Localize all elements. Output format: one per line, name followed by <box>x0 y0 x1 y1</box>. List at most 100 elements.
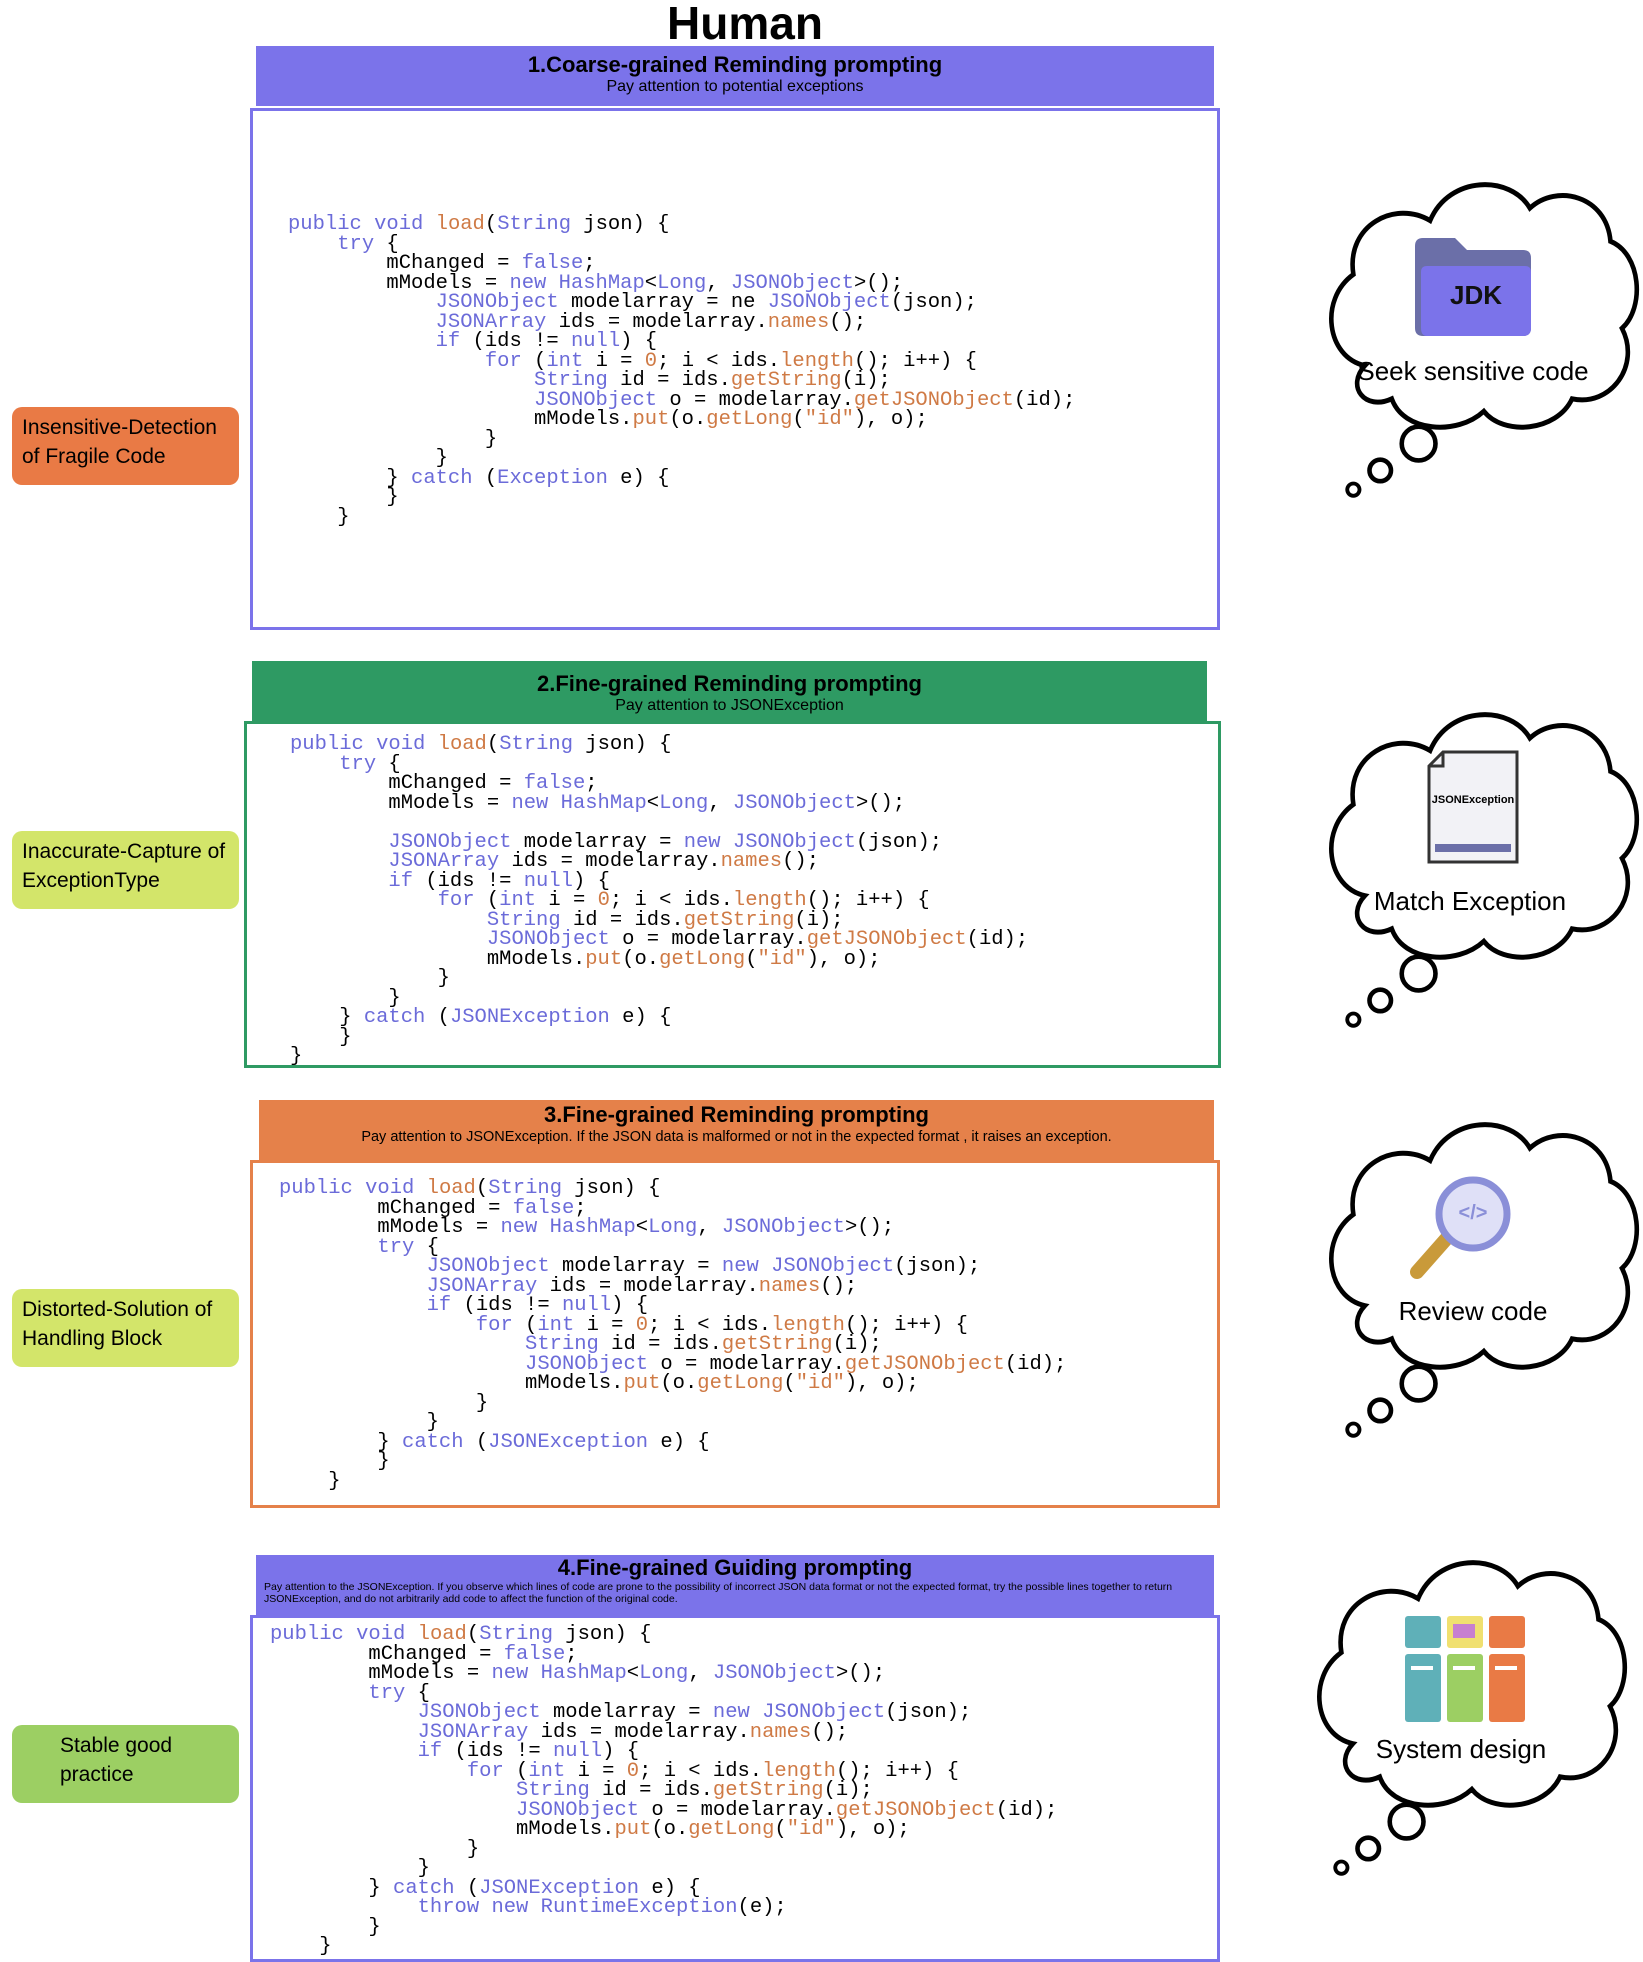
document-icon-text: JSONException <box>1431 794 1515 806</box>
code-line: } <box>279 1411 439 1434</box>
code-line: mModels.put(o.getLong("id"), o); <box>279 1372 919 1395</box>
panel-4-heading: 4.Fine-grained Guiding prompting <box>557 1555 913 1580</box>
code-line: mChanged = false; <box>279 1196 587 1220</box>
thought-cloud-1: JDK Seek sensitive code <box>1315 170 1643 510</box>
code-line: try { <box>377 1235 439 1259</box>
jdk-folder-icon: JDK <box>1415 238 1531 336</box>
thought-match-exception: Match Exception <box>1373 886 1567 916</box>
panel-3-code-box: public void load(String json) { mChanged… <box>250 1160 1220 1508</box>
code-line: } <box>288 505 350 529</box>
panel-4-code: public void load(String json) { mChanged… <box>270 1623 1058 1957</box>
panel-1-header: 1.Coarse-grained Reminding prompting Pay… <box>256 46 1214 106</box>
code-line: throw new RuntimeException(e); <box>417 1896 787 1919</box>
code-line: } <box>290 1025 352 1049</box>
panel-1-code: public void load(String json) { try { mC… <box>288 213 1076 529</box>
code-line: } <box>288 447 448 470</box>
code-line: } catch (JSONException e) { <box>270 1876 701 1900</box>
diagram-title: Human <box>667 0 823 49</box>
magnifier-code-icon: </> <box>1407 1172 1517 1282</box>
code-line: mModels.put(o.getLong("id"), o); <box>270 1818 910 1841</box>
code-line: } catch (Exception e) { <box>288 466 670 490</box>
code-line: try { <box>368 1681 430 1705</box>
panel-4-header: 4.Fine-grained Guiding prompting Pay att… <box>256 1555 1214 1615</box>
thought-cloud-2: JSONException Match Exception <box>1315 700 1643 1040</box>
code-line: for (int i = 0; i < ids.length(); i++) { <box>466 1759 959 1783</box>
code-line: } <box>270 1915 381 1939</box>
code-line: try { <box>339 752 401 776</box>
code-line: String id = ids.getString(i); <box>525 1333 882 1356</box>
code-symbol-text: </> <box>1458 1202 1488 1224</box>
thought-system-design: System design <box>1375 1734 1547 1764</box>
jdk-icon-text: JDK <box>1449 280 1502 310</box>
panel-2-heading: 2.Fine-grained Reminding prompting <box>537 671 922 696</box>
code-line: String id = ids.getString(i); <box>486 908 844 932</box>
panel-2-subheading: Pay attention to JSONException <box>615 697 844 714</box>
panel-3-subheading: Pay attention to JSONException. If the J… <box>361 1129 1112 1145</box>
code-line: } <box>270 1837 480 1861</box>
code-line: mChanged = false; <box>290 772 598 795</box>
code-line: } catch (JSONException e) { <box>279 1430 710 1454</box>
code-line: JSONArray ids = modelarray.names(); <box>388 850 819 873</box>
code-line: try { <box>337 232 399 256</box>
thought-cloud-4: System design <box>1303 1548 1633 1888</box>
code-line: } <box>290 1045 303 1068</box>
code-line: JSONObject modelarray = new JSONObject(j… <box>388 830 943 854</box>
panel-3-code: public void load(String json) { mChanged… <box>279 1177 1066 1491</box>
code-line: mModels.put(o.getLong("id"), o); <box>288 408 928 431</box>
code-line: JSONObject o = modelarray.getJSONObject(… <box>486 928 1029 951</box>
code-line: if (ids != null) { <box>388 869 610 893</box>
panel-1-subheading: Pay attention to potential exceptions <box>606 78 864 95</box>
panel-1-heading: 1.Coarse-grained Reminding prompting <box>527 52 943 77</box>
code-line: if (ids != null) { <box>435 330 658 353</box>
code-line: for (int i = 0; i < ids.length(); i++) { <box>484 349 977 373</box>
thought-cloud-3: </> Review code <box>1315 1110 1643 1450</box>
code-line: } <box>288 486 399 509</box>
code-line: JSONObject o = modelarray.getJSONObject(… <box>516 1798 1058 1822</box>
code-line: for (int i = 0; i < ids.length(); i++) { <box>475 1313 968 1337</box>
thought-review-code: Review code <box>1398 1296 1548 1326</box>
label-distorted-solution: Distorted-Solution of Handling Block <box>12 1289 239 1367</box>
label-inaccurate-capture: Inaccurate-Capture of ExceptionType <box>12 831 239 909</box>
panel-1-code-box: public void load(String json) { try { mC… <box>250 108 1220 630</box>
code-line: } <box>279 1391 489 1415</box>
code-line: public void load(String json) { <box>288 213 670 236</box>
label-insensitive-detection: Insensitive-Detection of Fragile Code <box>12 407 239 485</box>
code-line: } <box>279 1450 390 1473</box>
panel-4-subheading: Pay attention to the JSONException. If y… <box>264 1581 1173 1605</box>
document-icon: JSONException <box>1425 750 1521 866</box>
code-line: } <box>290 986 401 1010</box>
code-line: public void load(String json) { <box>279 1177 661 1200</box>
code-line: if (ids != null) { <box>417 1740 640 1763</box>
code-line: String id = ids.getString(i); <box>534 369 891 392</box>
panel-2-code-box: public void load(String json) { try { mC… <box>244 721 1221 1068</box>
panel-2-code: public void load(String json) { try { mC… <box>290 733 1029 1068</box>
code-line: mModels = new HashMap<Long, JSONObject>(… <box>279 1216 895 1239</box>
panel-3-header: 3.Fine-grained Reminding prompting Pay a… <box>259 1100 1214 1160</box>
code-line: } catch (JSONException e) { <box>290 1006 672 1029</box>
code-line: mChanged = false; <box>288 252 596 275</box>
code-line: JSONObject modelarray = new JSONObject(j… <box>426 1255 981 1278</box>
code-line: JSONArray ids = modelarray.names(); <box>417 1720 849 1744</box>
panel-3-heading: 3.Fine-grained Reminding prompting <box>544 1102 929 1127</box>
code-line: JSONArray ids = modelarray.names(); <box>435 310 867 334</box>
code-line: public void load(String json) { <box>290 733 672 756</box>
code-line: for (int i = 0; i < ids.length(); i++) { <box>437 889 930 912</box>
panel-4-code-box: public void load(String json) { mChanged… <box>250 1615 1220 1962</box>
code-line: } <box>290 967 450 990</box>
code-line: JSONArray ids = modelarray.names(); <box>426 1274 858 1298</box>
system-design-icon <box>1403 1614 1527 1724</box>
code-line: mModels = new HashMap<Long, JSONObject>(… <box>290 791 906 815</box>
code-line: mChanged = false; <box>270 1642 578 1666</box>
code-line: mModels = new HashMap<Long, JSONObject>(… <box>288 271 904 295</box>
code-line: mModels.put(o.getLong("id"), o); <box>290 947 881 971</box>
code-line: public void load(String json) { <box>270 1623 652 1646</box>
code-line: if (ids != null) { <box>426 1294 649 1317</box>
code-line: JSONObject modelarray = ne JSONObject(js… <box>435 291 977 314</box>
code-line: JSONObject modelarray = new JSONObject(j… <box>417 1701 972 1724</box>
code-line: JSONObject o = modelarray.getJSONObject(… <box>534 388 1076 412</box>
code-line: mModels = new HashMap<Long, JSONObject>(… <box>270 1662 886 1685</box>
code-line: } <box>270 1857 430 1880</box>
code-line: String id = ids.getString(i); <box>516 1779 873 1802</box>
code-line: } <box>288 427 498 451</box>
thought-seek-sensitive-code: Seek sensitive code <box>1357 356 1589 386</box>
